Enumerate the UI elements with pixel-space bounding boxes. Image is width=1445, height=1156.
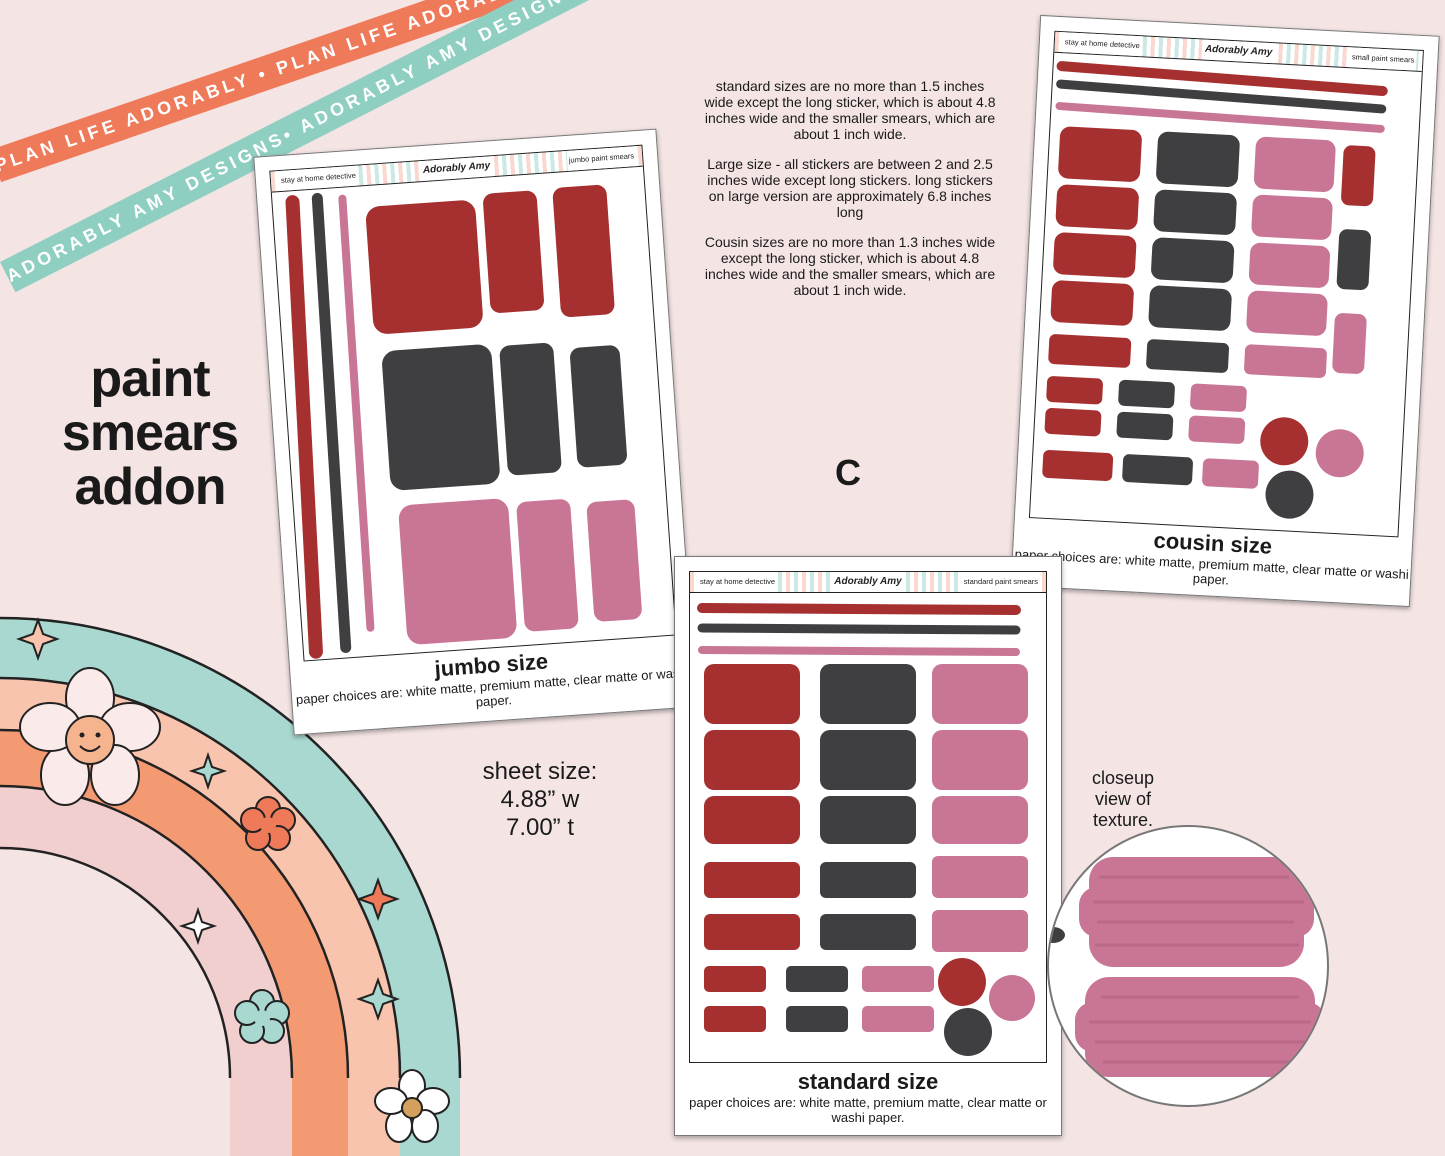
orange-flower-icon bbox=[240, 796, 296, 851]
white-flower-icon bbox=[374, 1069, 450, 1143]
product-title: paint smears addon bbox=[55, 352, 245, 514]
texture-closeup-circle bbox=[1047, 825, 1329, 1107]
size-info-text: standard sizes are no more than 1.5 inch… bbox=[700, 78, 1000, 312]
sheet-height: 7.00” t bbox=[505, 814, 575, 841]
standard-smears-graphic bbox=[697, 603, 1035, 1056]
header-logo: Adorably Amy bbox=[419, 156, 494, 182]
rainbow-illustration bbox=[0, 616, 462, 1156]
title-line-1: paint bbox=[90, 350, 210, 408]
sheet-width: 4.88” w bbox=[500, 786, 580, 813]
standard-caption: standard size paper choices are: white m… bbox=[675, 1069, 1061, 1125]
title-line-2: smears bbox=[61, 404, 239, 462]
smiley-flower-icon bbox=[19, 667, 161, 806]
large-size-info: Large size - all stickers are between 2 … bbox=[707, 156, 993, 220]
cousin-smears-graphic bbox=[1042, 61, 1388, 519]
jumbo-smears-graphic bbox=[285, 184, 642, 659]
caption-subtitle: paper choices are: white matte, premium … bbox=[689, 1095, 1047, 1125]
header-right-text: small paint smears bbox=[1349, 47, 1417, 71]
header-left-text: stay at home detective bbox=[698, 572, 778, 592]
header-right-text: standard paint smears bbox=[961, 572, 1040, 592]
header-left-text: stay at home detective bbox=[278, 165, 359, 192]
teal-flower-icon bbox=[234, 989, 290, 1044]
cousin-sheet-card: stay at home detective Adorably Amy smal… bbox=[1010, 14, 1440, 608]
sheet-size-text: sheet size: 4.88” w 7.00” t bbox=[455, 758, 625, 842]
closeup-label: closeup view of texture. bbox=[1091, 768, 1155, 830]
header-logo: Adorably Amy bbox=[831, 572, 905, 592]
sheet-header: stay at home detective Adorably Amy stan… bbox=[690, 572, 1046, 593]
header-logo: Adorably Amy bbox=[1201, 39, 1276, 64]
standard-sheet-card: stay at home detective Adorably Amy stan… bbox=[674, 556, 1062, 1136]
header-right-text: jumbo paint smears bbox=[566, 146, 637, 171]
caption-title: standard size bbox=[797, 1069, 939, 1094]
header-left-text: stay at home detective bbox=[1062, 32, 1143, 57]
sparkle-icon bbox=[16, 617, 400, 1021]
jumbo-sheet-card: stay at home detective Adorably Amy jumb… bbox=[253, 128, 697, 736]
standard-size-info: standard sizes are no more than 1.5 inch… bbox=[704, 78, 996, 142]
sheet-size-label: sheet size: bbox=[482, 758, 598, 785]
cousin-size-info: Cousin sizes are no more than 1.3 inches… bbox=[704, 234, 996, 298]
variant-letter: C bbox=[835, 452, 861, 493]
title-line-3: addon bbox=[74, 458, 227, 516]
texture-closeup-graphic bbox=[1049, 857, 1325, 1077]
